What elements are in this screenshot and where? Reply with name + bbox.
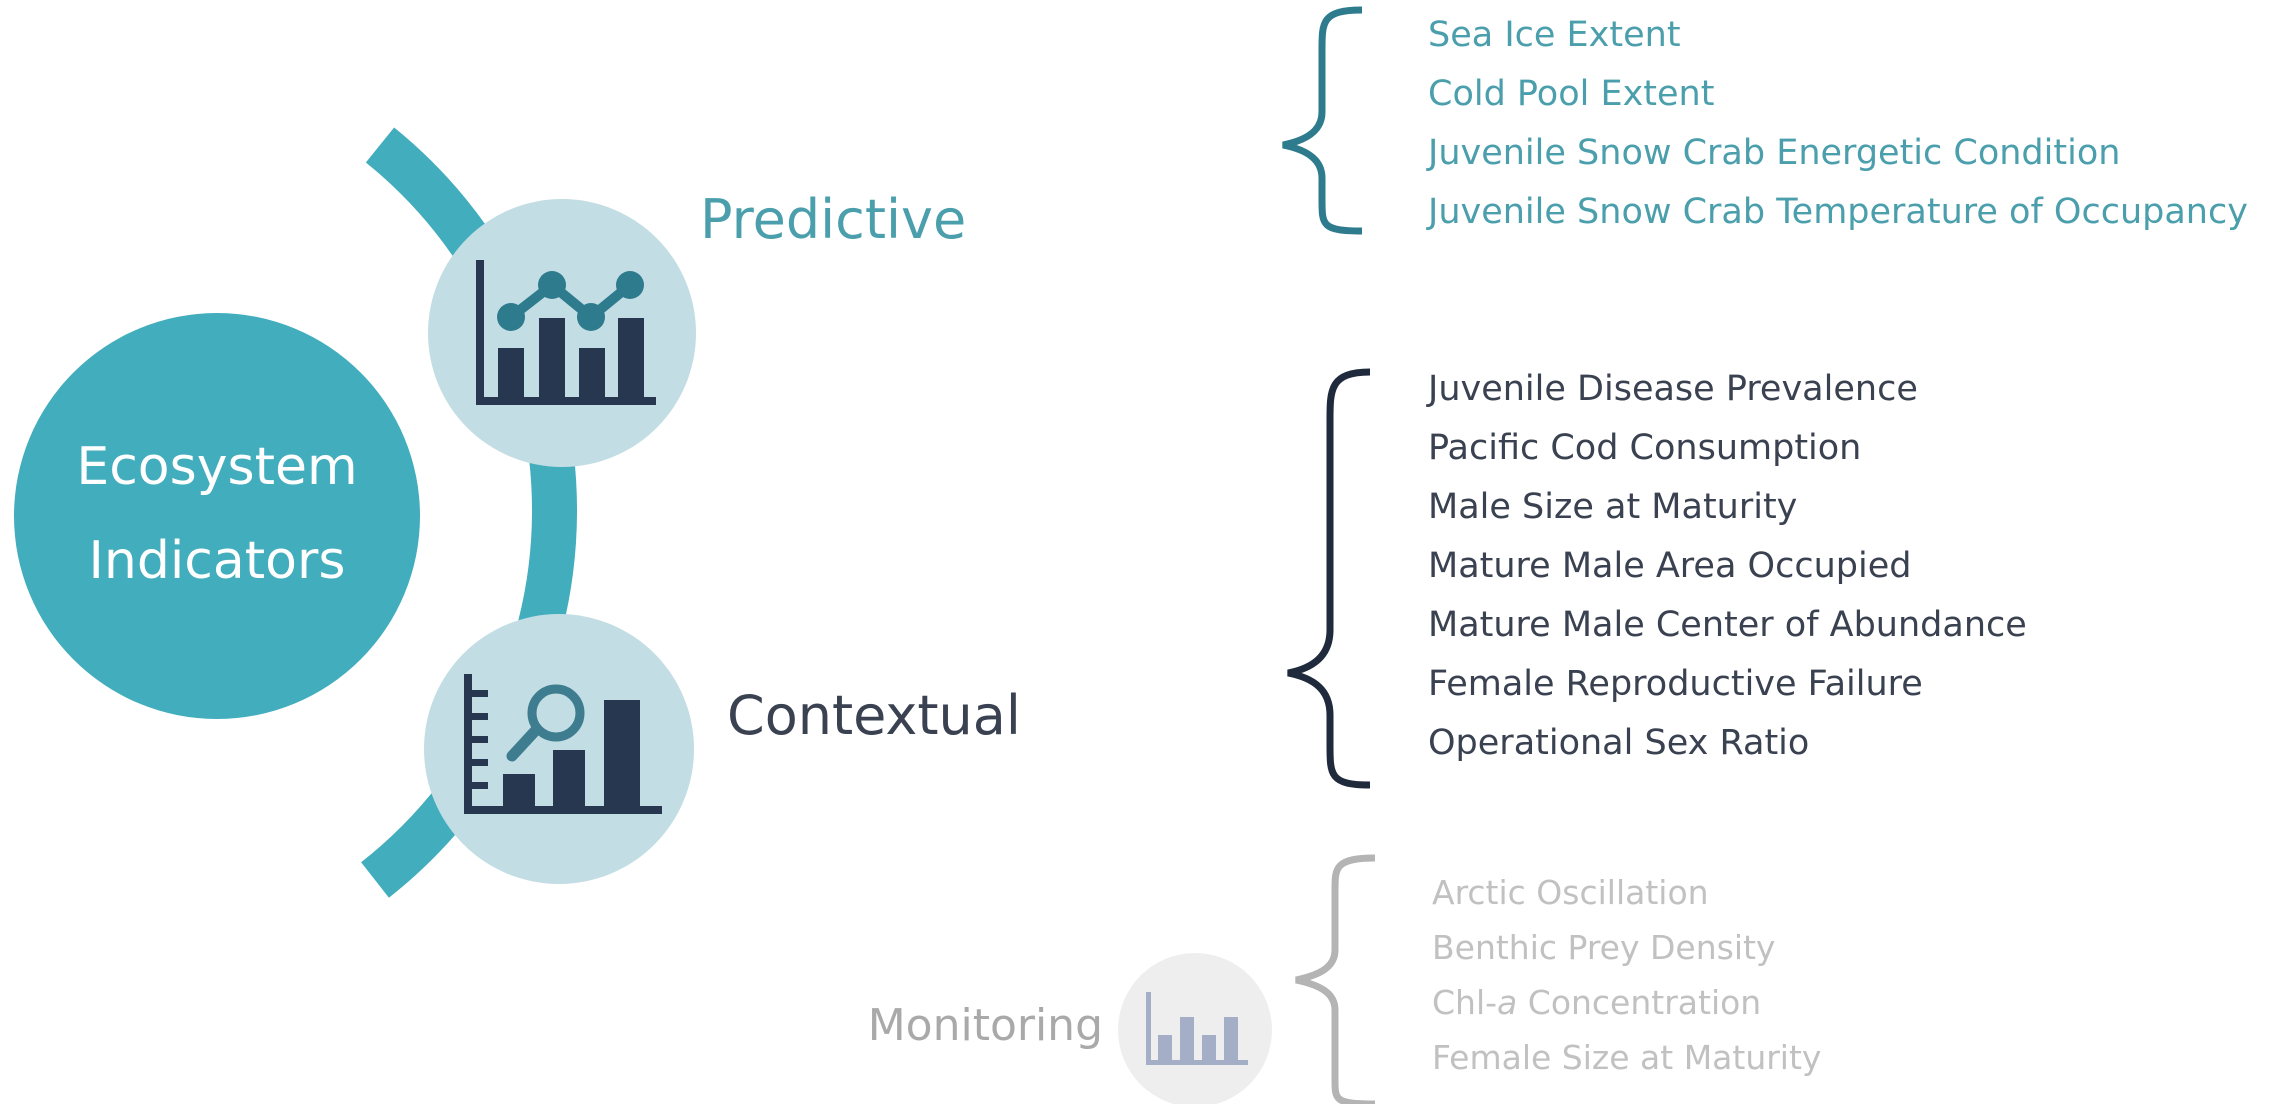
- chl-italic-a: a: [1497, 983, 1518, 1022]
- chl-suffix: Concentration: [1517, 983, 1762, 1022]
- predictive-indicator-list: Sea Ice Extent Cold Pool Extent Juvenile…: [1428, 8, 2248, 244]
- list-item: Mature Male Center of Abundance: [1428, 605, 2027, 645]
- monitoring-label: Monitoring: [868, 1000, 1103, 1051]
- monitoring-indicator-list: Arctic Oscillation Benthic Prey Density …: [1432, 867, 1821, 1087]
- list-item: Female Reproductive Failure: [1428, 664, 1923, 704]
- predictive-label: Predictive: [700, 188, 966, 251]
- monitoring-brace: [1295, 854, 1376, 1104]
- list-item-chl-a: Chl-a Concentration: [1432, 977, 1821, 1032]
- list-item: Mature Male Area Occupied: [1428, 546, 1912, 586]
- chl-prefix: Chl-: [1432, 983, 1498, 1022]
- bar-chart-icon: [1146, 992, 1248, 1065]
- predictive-brace: [1282, 6, 1363, 235]
- list-item: Arctic Oscillation: [1432, 873, 1709, 912]
- monitoring-node: Monitoring: [868, 953, 1272, 1104]
- list-item: Cold Pool Extent: [1428, 74, 1715, 114]
- list-item: Benthic Prey Density: [1432, 928, 1776, 967]
- contextual-node: Contextual: [424, 614, 1021, 884]
- magnifier-bar-chart-icon: [464, 674, 662, 814]
- contextual-icon-circle: [424, 614, 694, 884]
- list-item: Female Size at Maturity: [1432, 1038, 1822, 1077]
- contextual-brace: [1287, 368, 1371, 789]
- contextual-label: Contextual: [727, 684, 1021, 747]
- monitoring-icon-circle: [1118, 953, 1272, 1104]
- list-item: Juvenile Snow Crab Temperature of Occupa…: [1428, 192, 2248, 232]
- list-item: Operational Sex Ratio: [1428, 723, 1810, 763]
- hub: Ecosystem Indicators: [14, 313, 420, 719]
- list-item: Juvenile Disease Prevalence: [1428, 369, 1918, 409]
- list-item: Male Size at Maturity: [1428, 487, 1798, 527]
- hub-title-line1: Ecosystem: [76, 437, 357, 497]
- predictive-node: Predictive: [428, 188, 966, 467]
- list-item: Juvenile Snow Crab Energetic Condition: [1428, 133, 2121, 173]
- contextual-indicator-list: Juvenile Disease Prevalence Pacific Cod …: [1428, 362, 2027, 775]
- list-item: Pacific Cod Consumption: [1428, 428, 1862, 468]
- hub-title-line2: Indicators: [89, 531, 346, 591]
- hub-circle: [14, 313, 420, 719]
- line-and-bar-chart-icon: [476, 260, 656, 405]
- list-item: Sea Ice Extent: [1428, 15, 1681, 55]
